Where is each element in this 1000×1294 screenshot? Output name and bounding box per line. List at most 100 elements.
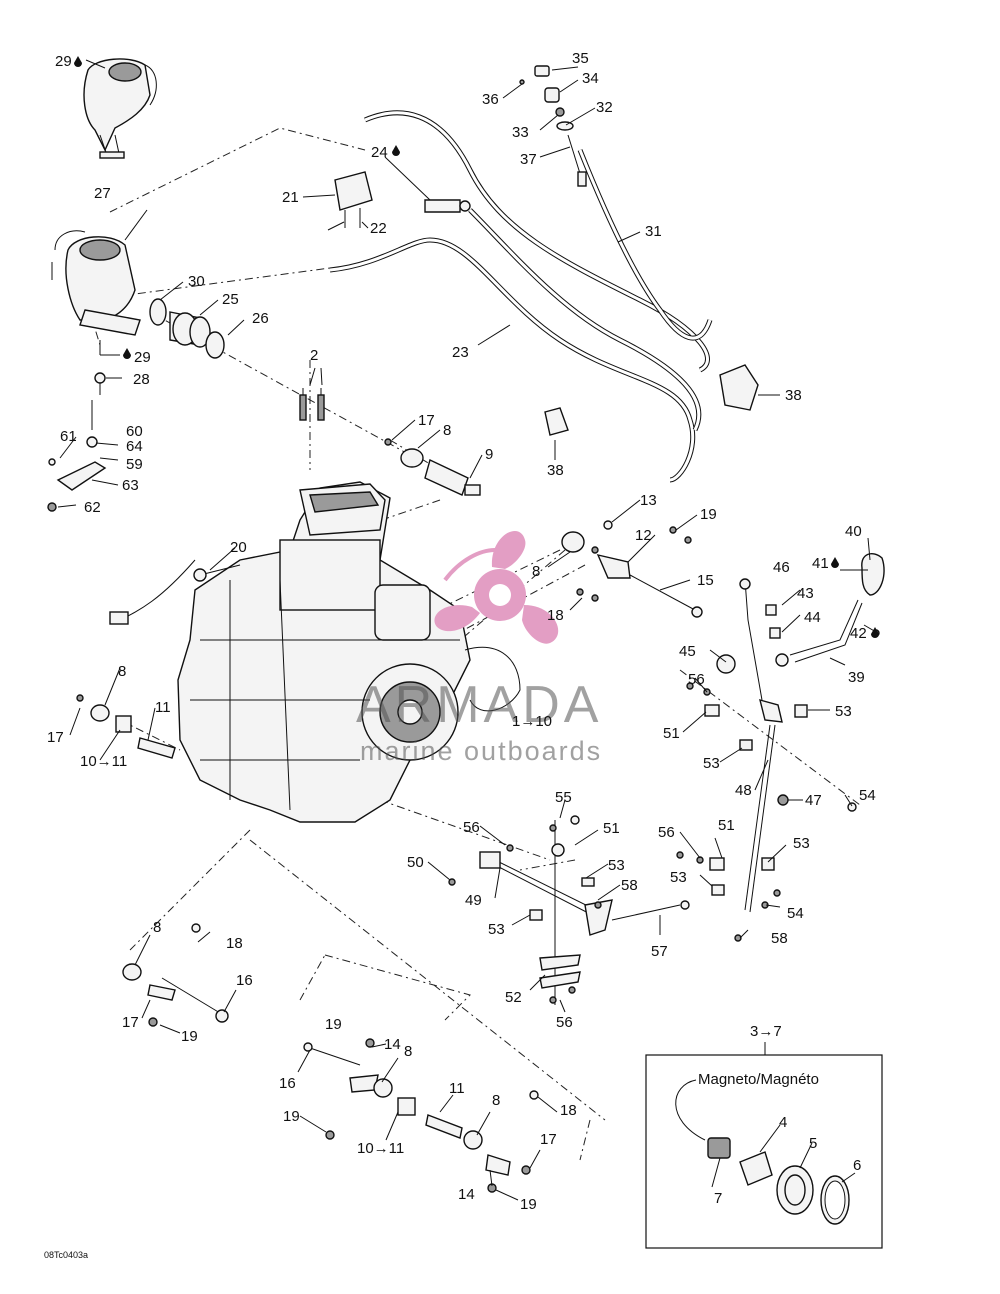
- callout-52: 52: [505, 989, 522, 1006]
- lower-mount-center: [303, 1038, 539, 1193]
- carburetor-top: [83, 58, 157, 159]
- callout-14-b: 14: [458, 1186, 475, 1203]
- callout-19-b: 19: [181, 1028, 198, 1045]
- callout-19-d: 19: [283, 1108, 300, 1125]
- callout-8-c: 8: [118, 663, 126, 680]
- callout-54-b: 54: [787, 905, 804, 922]
- magneto-inset: Magneto/Magnéto: [645, 1042, 883, 1249]
- watermark-title: ARMADA: [356, 676, 602, 734]
- callout-labels: 29 27 30 25 26 29 28 60 61 64 59 63 62 3…: [47, 50, 879, 1213]
- callout-15: 15: [697, 572, 714, 589]
- callout-61: 61: [60, 428, 77, 445]
- callout-23: 23: [452, 344, 469, 361]
- callout-33: 33: [512, 124, 529, 141]
- callout-6: 6: [853, 1157, 861, 1174]
- callout-17-d: 17: [540, 1131, 557, 1148]
- callout-58: 58: [621, 877, 638, 894]
- spark-plugs: [299, 388, 325, 421]
- left-mount: [76, 694, 176, 759]
- carburetor-main: [51, 230, 141, 355]
- callout-11-b: 11: [449, 1080, 465, 1097]
- callout-37: 37: [520, 151, 537, 168]
- callout-54: 54: [859, 787, 876, 804]
- callout-53: 53: [835, 703, 852, 720]
- callout-1-10: 1→10: [512, 713, 552, 730]
- callout-11: 11: [155, 699, 171, 716]
- shift-linkage: [448, 578, 857, 1005]
- callout-63: 63: [122, 477, 139, 494]
- callout-8-b: 8: [532, 563, 540, 580]
- callout-45: 45: [679, 643, 696, 660]
- callout-39: 39: [848, 669, 865, 686]
- callout-59: 59: [126, 456, 143, 473]
- callout-51-c: 51: [718, 817, 735, 834]
- callout-64: 64: [126, 438, 143, 455]
- callout-13: 13: [640, 492, 657, 509]
- callout-8-d: 8: [153, 919, 161, 936]
- callout-58-b: 58: [771, 930, 788, 947]
- callout-25: 25: [222, 291, 239, 308]
- engine-block: [109, 481, 521, 823]
- callout-53-b: 53: [703, 755, 720, 772]
- oil-drop-icon: [871, 627, 879, 638]
- callout-14: 14: [384, 1036, 401, 1053]
- callout-4: 4: [779, 1114, 787, 1131]
- callout-56-d: 56: [556, 1014, 573, 1031]
- callout-56: 56: [688, 671, 705, 688]
- callout-42: 42: [850, 625, 867, 642]
- lower-mount-left: [122, 923, 229, 1027]
- callout-35: 35: [572, 50, 589, 67]
- callout-57: 57: [651, 943, 668, 960]
- callout-55: 55: [555, 789, 572, 806]
- callout-29: 29: [55, 53, 72, 70]
- callout-16-b: 16: [279, 1075, 296, 1092]
- callout-28: 28: [133, 371, 150, 388]
- callout-18-c: 18: [560, 1102, 577, 1119]
- callout-53-f: 53: [488, 921, 505, 938]
- callout-27: 27: [94, 185, 111, 202]
- callout-51-b: 51: [603, 820, 620, 837]
- callout-60: 60: [126, 423, 143, 440]
- callout-34: 34: [582, 70, 599, 87]
- callout-19-c: 19: [325, 1016, 342, 1033]
- oil-drop-icon: [392, 145, 400, 156]
- callout-48: 48: [735, 782, 752, 799]
- callout-21: 21: [282, 189, 299, 206]
- callout-8-f: 8: [492, 1092, 500, 1109]
- oil-drop-icon: [831, 557, 839, 568]
- callout-38-b: 38: [547, 462, 564, 479]
- throttle-cables: [329, 110, 713, 483]
- callout-40: 40: [845, 523, 862, 540]
- watermark-subtitle: marine outboards: [360, 736, 602, 766]
- callout-24: 24: [371, 144, 388, 161]
- callout-53-e: 53: [670, 869, 687, 886]
- callout-19: 19: [700, 506, 717, 523]
- choke-parts: [519, 65, 587, 187]
- callout-56-c: 56: [658, 824, 675, 841]
- callout-32: 32: [596, 99, 613, 116]
- sensor-block: [334, 171, 471, 228]
- callout-53-d: 53: [608, 857, 625, 874]
- callout-44: 44: [804, 609, 821, 626]
- figure-code: 08Tc0403a: [44, 1250, 88, 1260]
- callout-2: 2: [310, 347, 318, 364]
- callout-29-b: 29: [134, 349, 151, 366]
- callout-26: 26: [252, 310, 269, 327]
- callout-7: 7: [714, 1190, 722, 1207]
- callout-51: 51: [663, 725, 680, 742]
- callout-22-b: 22: [370, 220, 387, 237]
- callout-47: 47: [805, 792, 822, 809]
- callout-41: 41: [812, 555, 829, 572]
- mount-8-9-17: [384, 438, 481, 496]
- callout-31: 31: [645, 223, 662, 240]
- right-mount: [561, 520, 703, 618]
- oil-drop-icon: [123, 348, 131, 359]
- callout-10-11: 10→11: [80, 753, 127, 770]
- callout-9: 9: [485, 446, 493, 463]
- watermark-logo: [434, 530, 559, 644]
- callout-17-c: 17: [122, 1014, 139, 1031]
- callout-20: 20: [230, 539, 247, 556]
- callout-12: 12: [635, 527, 652, 544]
- gaskets: [544, 364, 759, 436]
- leader-lines: [57, 59, 877, 1201]
